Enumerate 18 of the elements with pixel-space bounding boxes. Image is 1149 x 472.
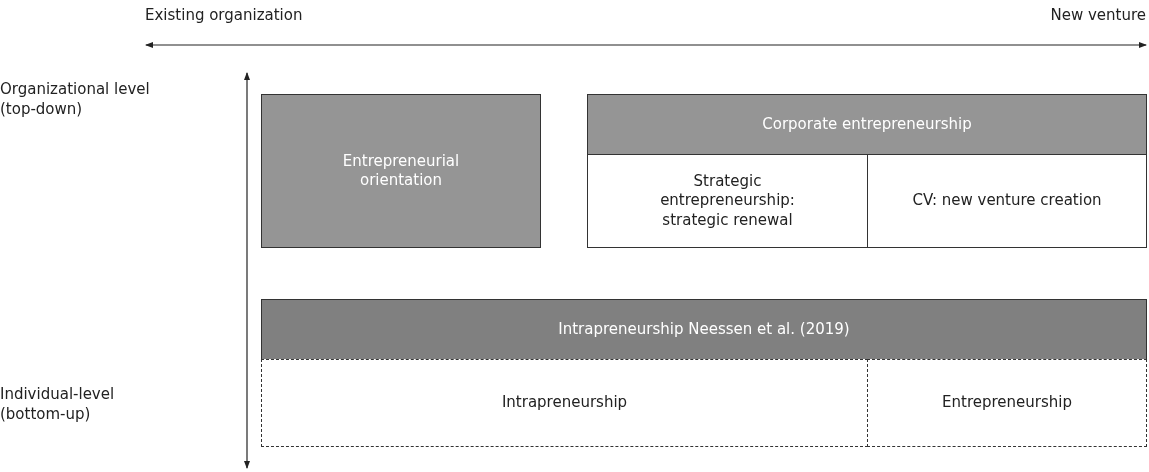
box-label: Entrepreneurship: [942, 393, 1072, 413]
dashed-box: [261, 359, 868, 447]
concept-box: [261, 94, 541, 248]
axis-label: Individual-level (bottom-up): [0, 385, 116, 424]
concept-box: [867, 154, 1147, 248]
axis-label: Organizational level (top-down): [0, 80, 151, 119]
box-label: Strategic entrepreneurship: strategic renewal: [659, 171, 796, 231]
box-label: Intrapreneurship Neessen et al. (2019): [558, 319, 850, 340]
box-label: CV: new venture creation: [912, 191, 1102, 211]
box-label: Intrapreneurship: [501, 393, 628, 413]
dashed-box: [867, 359, 1147, 447]
axis-label: New venture: [1050, 6, 1146, 26]
box-label: Corporate entrepreneurship: [762, 114, 972, 135]
concept-box: [587, 94, 1147, 155]
concept-box: [261, 299, 1147, 360]
concept-box: [587, 154, 868, 248]
box-label: Entrepreneurial orientation: [341, 151, 461, 191]
axis-label: Existing organization: [145, 6, 303, 26]
